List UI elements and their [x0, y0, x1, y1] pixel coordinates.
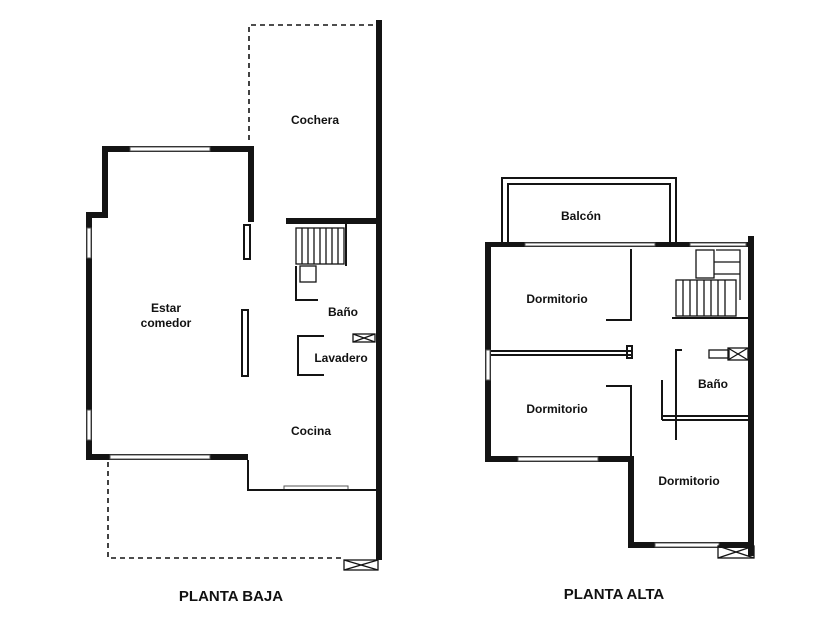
- room-cocina: Cocina: [291, 424, 331, 438]
- north-window: [129, 146, 211, 152]
- west-step-wall: [86, 212, 108, 218]
- alta-south-window: [517, 456, 599, 462]
- dorm1-partition: [606, 249, 632, 321]
- west-wall: [86, 218, 92, 460]
- stair-top-wall: [286, 218, 378, 224]
- dorm2-partition: [606, 385, 632, 456]
- alta-east-wall: [748, 236, 754, 556]
- bano-alta-window-box: [727, 347, 749, 361]
- planta-alta-stairs: [675, 249, 741, 317]
- alta-stair-window: [689, 242, 747, 247]
- planta-alta-plan: Balcón Dormitorio Dormitorio Baño Dormit…: [485, 177, 755, 603]
- room-bano-alta: Baño: [698, 377, 728, 391]
- kitchen-south-wall: [247, 460, 376, 491]
- planta-baja-plan: Cochera Estar comedor Baño Lavadero Coci…: [86, 20, 382, 605]
- room-balcon: Balcón: [561, 209, 601, 223]
- room-dormitorio-2: Dormitorio: [526, 402, 587, 416]
- balcony-rail: [501, 177, 677, 244]
- alta-south-window-2: [654, 542, 720, 548]
- planta-baja-stairs: [295, 227, 345, 283]
- stub-wall-1: [243, 224, 251, 260]
- plan-title-baja: PLANTA BAJA: [179, 588, 283, 605]
- alta-west-window: [485, 349, 491, 381]
- balcony-rail-inner: [507, 183, 671, 244]
- bano-partition: [295, 266, 318, 301]
- east-wall: [376, 20, 382, 560]
- northwest-wall: [102, 146, 108, 218]
- stub-wall-2: [241, 309, 249, 377]
- room-dormitorio-3: Dormitorio: [658, 474, 719, 488]
- plan-title-alta: PLANTA ALTA: [564, 586, 665, 603]
- room-dormitorio-1: Dormitorio: [526, 292, 587, 306]
- patio-outline: [107, 462, 345, 559]
- west-window-2: [86, 409, 92, 441]
- room-cochera: Cochera: [291, 113, 339, 127]
- lavadero-partition: [297, 335, 324, 376]
- garage-door-symbol: [343, 559, 379, 571]
- cochera-outline: [248, 24, 380, 140]
- west-window-1: [86, 227, 92, 259]
- room-estar-line1: Estar: [151, 301, 181, 315]
- south-window: [109, 454, 211, 460]
- alta-north-window: [524, 242, 656, 247]
- room-lavadero: Lavadero: [314, 351, 367, 365]
- bano-alta-fixture: [708, 349, 730, 359]
- room-bano-baja: Baño: [328, 305, 358, 319]
- alta-south-ext-wall: [628, 456, 634, 548]
- room-estar-line2: comedor: [141, 316, 192, 330]
- alta-corner-symbol: [717, 545, 755, 559]
- lavadero-fixture: [352, 333, 376, 343]
- bano-alta-partition: [675, 349, 682, 440]
- divider-cap: [626, 345, 633, 359]
- north-east-wall: [248, 146, 254, 222]
